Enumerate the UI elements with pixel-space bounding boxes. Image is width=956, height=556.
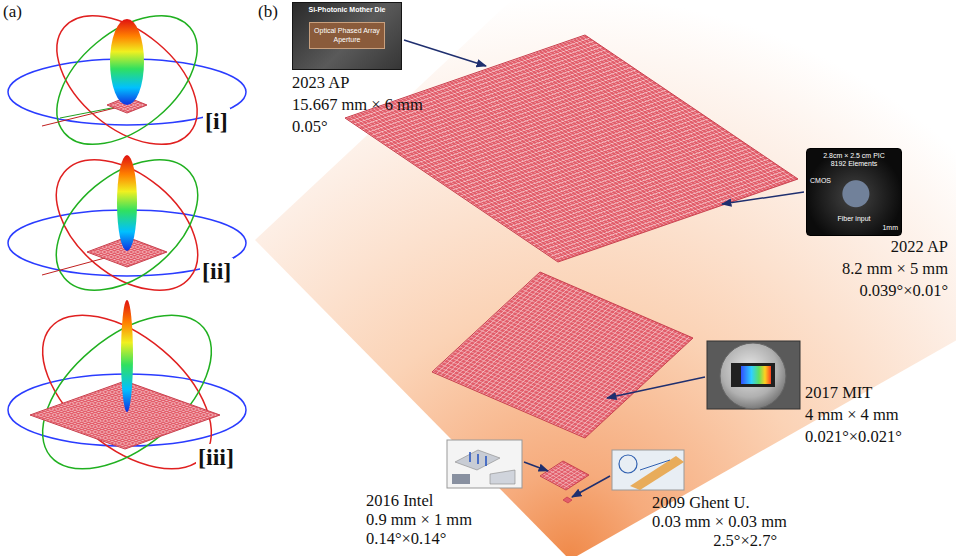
chip-aperture <box>741 366 771 384</box>
array-name: 2023 AP <box>292 73 349 92</box>
label-anchor: 2017 MIT <box>805 384 872 403</box>
pointer-arrow <box>572 476 610 497</box>
sphere-ring <box>32 134 222 316</box>
pointer-arrow <box>524 462 548 471</box>
background-glow <box>255 0 956 556</box>
chip <box>731 363 775 387</box>
main-lobe <box>121 300 133 412</box>
sphere-ring <box>15 286 239 499</box>
label-anchor: 2009 Ghent U. <box>652 494 750 513</box>
label-anchor: (b) <box>258 2 278 22</box>
beam-sketch <box>640 460 670 470</box>
array-2023 <box>345 35 798 262</box>
aperture-size: 0.03 mm × 0.03 mm <box>652 512 787 531</box>
array-2016 <box>540 461 589 490</box>
label-anchor: 0.021°×0.021° <box>805 428 902 447</box>
aperture-size: 0.9 mm × 1 mm <box>366 510 472 529</box>
sphere-ring <box>15 286 239 499</box>
label-anchor: (a) <box>3 2 22 22</box>
photo-2009 <box>612 450 684 490</box>
waveguide <box>485 456 487 466</box>
antenna-array <box>540 461 589 490</box>
aperture-size: 15.667 mm × 6 mm <box>292 95 423 114</box>
photo-frame <box>447 440 522 488</box>
antenna-array <box>345 35 798 262</box>
panel-label: (b) <box>258 2 278 21</box>
waveguide <box>477 454 479 464</box>
label-anchor: [i] <box>203 108 230 136</box>
beam-width: 0.14°×0.14° <box>366 529 446 548</box>
label-anchor: 0.05° <box>292 118 327 137</box>
chip-photo: Si-Photonic Mother DieOptical Phased Arr… <box>292 2 402 70</box>
sphere-ring <box>33 0 220 169</box>
pointer-arrow <box>722 192 804 204</box>
beam-width: 0.021°×0.021° <box>805 427 902 446</box>
antenna-array <box>432 272 693 438</box>
label-anchor: [ii] <box>200 258 233 286</box>
sphere-ring <box>33 0 220 169</box>
label-anchor: 2023 AP <box>292 74 349 93</box>
array-name: 2017 MIT <box>805 383 872 402</box>
label-anchor: 0.03 mm × 0.03 mm <box>652 513 787 532</box>
aperture-label: Optical Phased Array Aperture <box>309 22 385 49</box>
label-anchor: 0.14°×0.14° <box>366 530 446 549</box>
chip-sketch <box>455 450 500 470</box>
sphere-ring <box>32 134 222 316</box>
photo-frame <box>707 341 800 409</box>
photo-frame <box>612 450 684 490</box>
lens-sketch <box>619 455 637 473</box>
label-anchor: 8.2 mm × 5 mm <box>842 260 948 279</box>
beam-width: 0.039°×0.01° <box>859 281 948 300</box>
aperture-size: 8.2 mm × 5 mm <box>842 259 948 278</box>
chip-sketch <box>630 456 684 490</box>
array-name: 2022 AP <box>891 237 948 256</box>
pointer-arrow <box>404 40 486 66</box>
photo-caption: 2.8cm × 2.5 cm PIC 8192 Elements <box>817 152 891 169</box>
radiation-pattern-i <box>8 0 246 169</box>
label-anchor: 0.039°×0.01° <box>859 282 948 301</box>
label-anchor: 0.9 mm × 1 mm <box>366 511 472 530</box>
photo-2016 <box>447 440 522 488</box>
photo-2017 <box>707 341 800 409</box>
part-label: Fiber input <box>837 215 870 223</box>
pointer-arrow <box>607 377 705 398</box>
detail-inset <box>452 474 470 484</box>
label-anchor: 2016 Intel <box>366 492 433 511</box>
panel-label: (a) <box>3 2 22 21</box>
beam-width: 0.05° <box>292 117 327 136</box>
label-anchor: 2022 AP <box>891 238 948 257</box>
antenna-array <box>563 497 572 503</box>
label-anchor: 2.5°×2.7° <box>713 532 777 551</box>
radiation-pattern-ii <box>8 134 246 316</box>
coin <box>720 343 786 409</box>
array-name: 2009 Ghent U. <box>652 493 750 512</box>
waveguide <box>469 452 471 462</box>
subpanel-label: [iii] <box>196 444 236 470</box>
chip-photo: 2.8cm × 2.5 cm PIC 8192 ElementsCMOS Fibe… <box>806 148 902 236</box>
main-lobe <box>117 155 137 251</box>
detail-inset <box>490 470 515 484</box>
label-anchor: 15.667 mm × 6 mm <box>292 96 423 115</box>
array-2017 <box>432 272 693 438</box>
part-label: CMOS <box>810 177 831 185</box>
main-lobe <box>110 19 144 105</box>
subpanel-label: [i] <box>203 108 230 134</box>
array-name: 2016 Intel <box>366 491 433 510</box>
radiation-pattern-iii <box>8 286 246 499</box>
photo-caption: Si-Photonic Mother Die <box>309 6 386 14</box>
beam-width: 2.5°×2.7° <box>713 531 777 550</box>
label-anchor: [iii] <box>196 444 236 472</box>
subpanel-label: [ii] <box>200 258 233 284</box>
scale-label: 1mm <box>882 224 898 232</box>
label-anchor: 4 mm × 4 mm <box>805 406 899 425</box>
aperture-size: 4 mm × 4 mm <box>805 405 899 424</box>
